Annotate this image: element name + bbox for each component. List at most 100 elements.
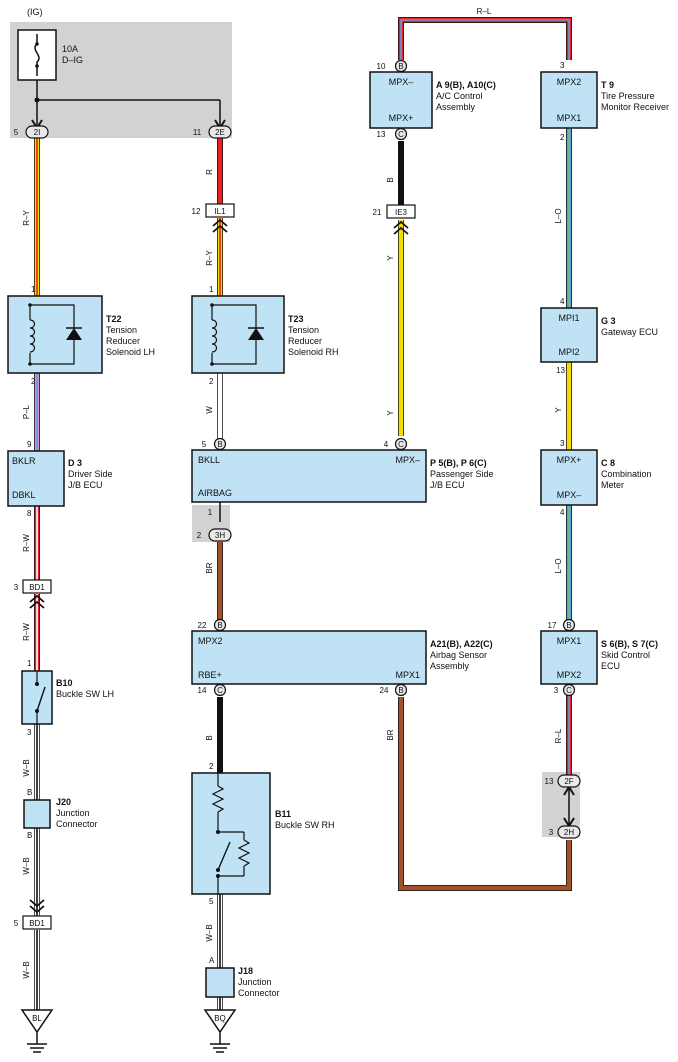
- buckle-sw-rh: 2 5: [191, 762, 271, 906]
- tension-reducer-solenoid-rh: 1 2: [191, 285, 285, 386]
- svg-text:MPX2: MPX2: [557, 77, 582, 87]
- svg-text:MPX–: MPX–: [389, 77, 414, 87]
- svg-text:MPX+: MPX+: [557, 455, 582, 465]
- svg-text:BR: BR: [386, 729, 395, 740]
- svg-text:R–L: R–L: [554, 728, 563, 743]
- svg-text:17: 17: [548, 621, 557, 630]
- j18-desc-2: Connector: [238, 988, 280, 998]
- a21-desc-1: Airbag Sensor: [430, 650, 487, 660]
- svg-text:2I: 2I: [34, 128, 41, 137]
- svg-text:14: 14: [198, 686, 207, 695]
- tension-reducer-solenoid-lh: 1 2: [7, 285, 103, 386]
- svg-text:A: A: [209, 956, 215, 965]
- wire-color-labels: R–Y R R–Y P–L W R–W R–W BR W–B W–B W–B W…: [22, 7, 563, 979]
- svg-text:2H: 2H: [564, 828, 574, 837]
- connector-2e: 2E 11: [193, 125, 232, 139]
- svg-text:MPX+: MPX+: [389, 113, 414, 123]
- p5-desc-1: Passenger Side: [430, 469, 494, 479]
- a9-id: A 9(B), A10(C): [436, 80, 496, 90]
- svg-text:B: B: [386, 177, 395, 182]
- svg-text:BR: BR: [205, 562, 214, 573]
- svg-text:9: 9: [27, 440, 32, 449]
- p5-desc-2: J/B ECU: [430, 480, 465, 490]
- svg-text:L–O: L–O: [554, 558, 563, 573]
- airbag-sensor-assembly: MPX2 RBE+ MPX1 B 22 C 14 B 24: [191, 618, 427, 697]
- d3-desc-1: Driver Side: [68, 469, 113, 479]
- connector-3h: 3H 2 1: [197, 508, 232, 542]
- svg-text:4: 4: [560, 508, 565, 517]
- svg-text:W: W: [205, 406, 214, 414]
- svg-text:C: C: [398, 130, 404, 139]
- svg-text:BD1: BD1: [29, 583, 45, 592]
- fuse-name: D–IG: [62, 55, 83, 65]
- svg-text:R–L: R–L: [477, 7, 492, 16]
- skid-control-ecu: MPX1 MPX2 B 17 C 3: [540, 618, 598, 697]
- svg-text:BQ: BQ: [214, 1014, 226, 1023]
- svg-text:R: R: [205, 169, 214, 175]
- b10-desc-1: Buckle SW LH: [56, 689, 114, 699]
- c8-desc-2: Meter: [601, 480, 624, 490]
- connector-2i: 2I 5: [14, 125, 49, 139]
- connector-bd1-lower: BD1 5: [14, 915, 52, 930]
- svg-text:5: 5: [14, 128, 19, 137]
- svg-text:B: B: [566, 621, 571, 630]
- svg-text:13: 13: [377, 130, 386, 139]
- a21-id: A21(B), A22(C): [430, 639, 493, 649]
- b11-id: B11: [275, 809, 291, 819]
- svg-text:2: 2: [209, 762, 214, 771]
- svg-text:Y: Y: [386, 255, 395, 261]
- svg-text:MPX1: MPX1: [557, 636, 582, 646]
- svg-text:W–B: W–B: [22, 857, 31, 874]
- svg-text:MPX2: MPX2: [198, 636, 223, 646]
- svg-text:W–B: W–B: [22, 759, 31, 776]
- a9-desc-1: A/C Control: [436, 91, 483, 101]
- svg-text:3: 3: [560, 439, 565, 448]
- tire-pressure-monitor-receiver: MPX2 MPX1 3 2: [540, 61, 598, 142]
- svg-text:R–W: R–W: [22, 534, 31, 552]
- svg-text:MPX–: MPX–: [395, 455, 420, 465]
- svg-text:R–Y: R–Y: [22, 210, 31, 226]
- svg-text:IE3: IE3: [395, 208, 408, 217]
- svg-text:13: 13: [556, 366, 565, 375]
- b11-desc-1: Buckle SW RH: [275, 820, 335, 830]
- t9-desc-2: Monitor Receiver: [601, 102, 669, 112]
- svg-text:BKLR: BKLR: [12, 456, 36, 466]
- ground-bl: BL: [20, 1009, 54, 1053]
- buckle-sw-lh: 1 3: [21, 659, 53, 737]
- p5-id: P 5(B), P 6(C): [430, 458, 487, 468]
- d3-id: D 3: [68, 458, 82, 468]
- connector-2f: 2F 13: [545, 774, 581, 788]
- driver-side-jb-ecu: BKLR DBKL 9 8: [7, 440, 65, 518]
- gateway-ecu: MPI1 MPI2 4 13: [540, 297, 598, 375]
- wire-harness: [34, 17, 572, 1010]
- svg-text:1: 1: [31, 285, 36, 294]
- combination-meter: MPX+ MPX– 3 4: [540, 439, 598, 517]
- power-source-label: (IG): [27, 7, 43, 17]
- fuse-d-ig: [17, 29, 57, 100]
- svg-text:W–B: W–B: [205, 924, 214, 941]
- svg-text:5: 5: [14, 919, 19, 928]
- svg-text:B: B: [398, 686, 403, 695]
- t22-desc-1: Tension: [106, 325, 137, 335]
- svg-text:2: 2: [197, 531, 202, 540]
- svg-text:IL1: IL1: [214, 207, 226, 216]
- svg-text:3: 3: [549, 828, 554, 837]
- fuse-rating: 10A: [62, 44, 78, 54]
- svg-text:1: 1: [209, 285, 214, 294]
- connector-il1: IL1 12: [192, 203, 235, 218]
- t23-desc-1: Tension: [288, 325, 319, 335]
- s6-id: S 6(B), S 7(C): [601, 639, 658, 649]
- svg-text:P–L: P–L: [22, 404, 31, 419]
- t22-desc-2: Reducer: [106, 336, 140, 346]
- svg-text:4: 4: [560, 297, 565, 306]
- svg-text:2: 2: [31, 377, 36, 386]
- j20-desc-2: Connector: [56, 819, 98, 829]
- svg-text:AIRBAG: AIRBAG: [198, 488, 232, 498]
- c8-id: C 8: [601, 458, 615, 468]
- ac-control-assembly: MPX– MPX+ B 10 C 13: [369, 59, 433, 141]
- svg-text:22: 22: [198, 621, 207, 630]
- svg-text:MPX1: MPX1: [395, 670, 420, 680]
- svg-text:MPX1: MPX1: [557, 113, 582, 123]
- svg-text:BD1: BD1: [29, 919, 45, 928]
